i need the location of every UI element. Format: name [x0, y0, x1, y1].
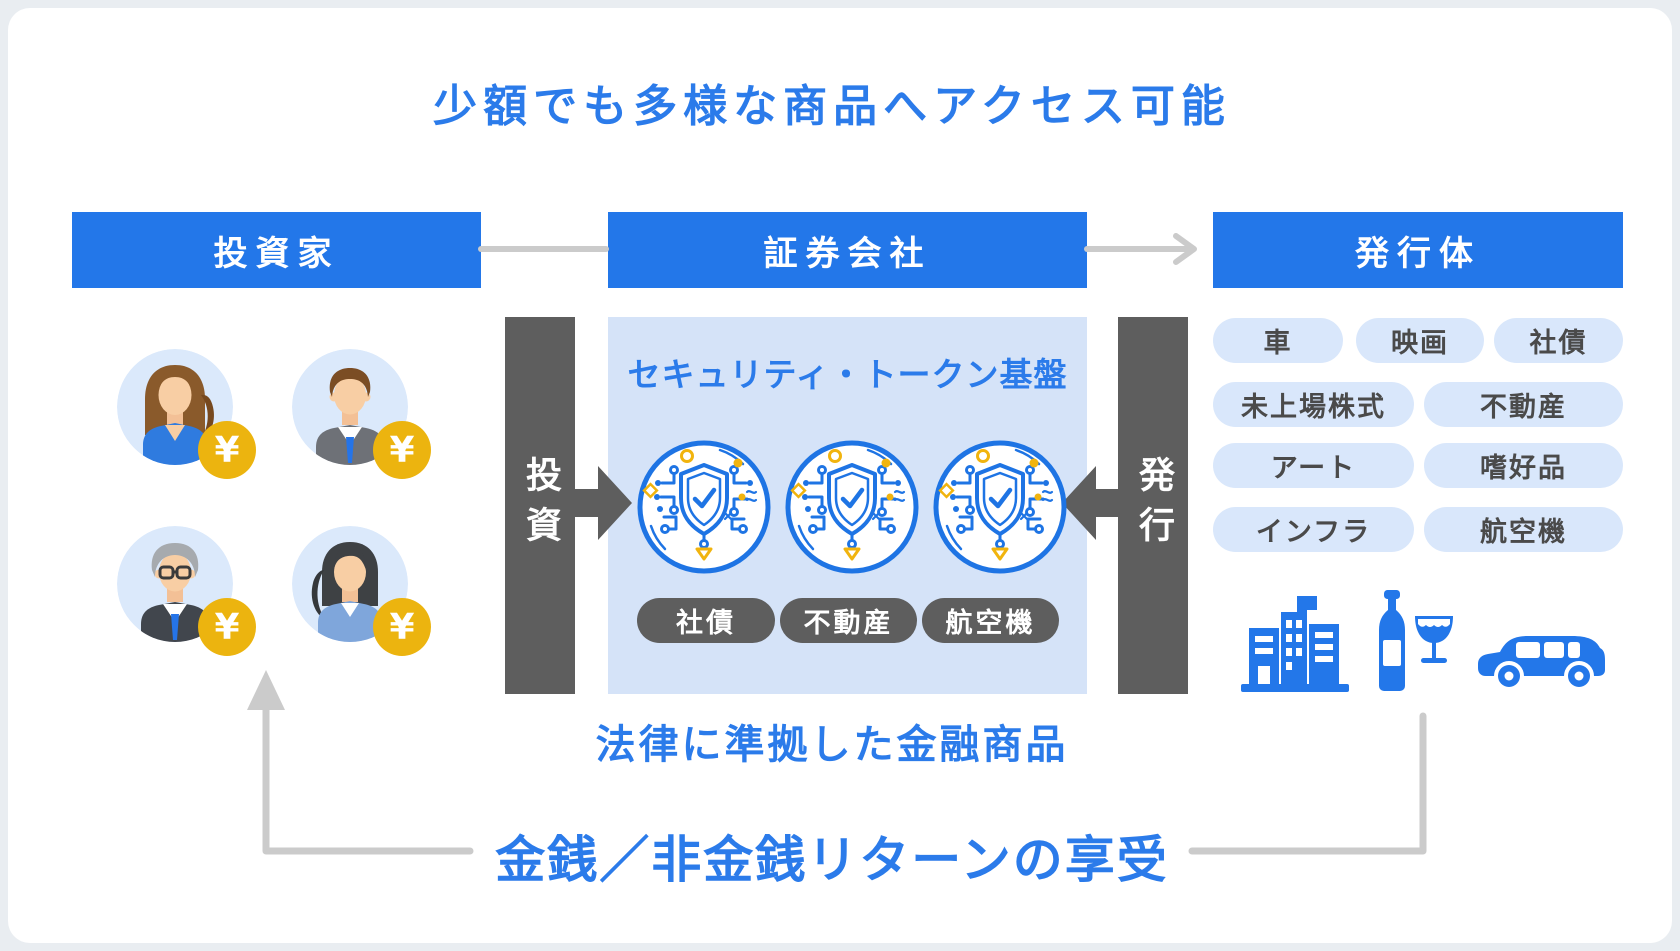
product-pill: 航空機	[1424, 507, 1623, 552]
platform-tag: 不動産	[780, 598, 917, 643]
building-icon	[1241, 596, 1349, 692]
token-icon	[634, 437, 774, 577]
invest-label: 投資	[520, 455, 561, 556]
yen-symbol: ¥	[214, 606, 240, 648]
product-pill: インフラ	[1213, 507, 1414, 552]
yen-coin-icon: ¥	[373, 598, 431, 656]
investor-label: 投資家	[213, 233, 340, 274]
car-icon	[1478, 636, 1605, 691]
broker-label: 証券会社	[763, 233, 932, 274]
product-pill: 嗜好品	[1424, 443, 1623, 488]
yen-symbol: ¥	[214, 429, 240, 471]
issue-bar: 発行	[1118, 317, 1188, 694]
platform-tag: 航空機	[922, 598, 1059, 643]
product-pill: 車	[1213, 318, 1343, 363]
issuer-label: 発行体	[1355, 233, 1481, 274]
token-platform-title: セキュリティ・トークン基盤	[627, 355, 1068, 394]
compliance-caption: 法律に準拠した金融商品	[595, 722, 1069, 768]
product-pill: 未上場株式	[1213, 382, 1414, 427]
product-pill: 社債	[1494, 318, 1623, 363]
platform-tag: 社債	[637, 598, 775, 643]
yen-coin-icon: ¥	[198, 598, 256, 656]
header-box-broker: 証券会社	[608, 212, 1087, 288]
token-icon	[930, 437, 1070, 577]
invest-bar: 投資	[505, 317, 575, 694]
page-title: 少額でも多様な商品へアクセス可能	[433, 81, 1231, 132]
product-pill: 不動産	[1424, 382, 1623, 427]
wine-icon	[1379, 590, 1453, 691]
header-box-issuer: 発行体	[1213, 212, 1623, 288]
return-flow-label: 金銭／非金銭リターンの享受	[495, 831, 1169, 889]
yen-coin-icon: ¥	[373, 421, 431, 479]
product-pill: アート	[1213, 443, 1414, 488]
yen-symbol: ¥	[389, 606, 415, 648]
yen-coin-icon: ¥	[198, 421, 256, 479]
yen-symbol: ¥	[389, 429, 415, 471]
issue-label: 発行	[1133, 455, 1174, 556]
product-pill: 映画	[1356, 318, 1484, 363]
token-icon	[782, 437, 922, 577]
header-box-investor: 投資家	[72, 212, 481, 288]
